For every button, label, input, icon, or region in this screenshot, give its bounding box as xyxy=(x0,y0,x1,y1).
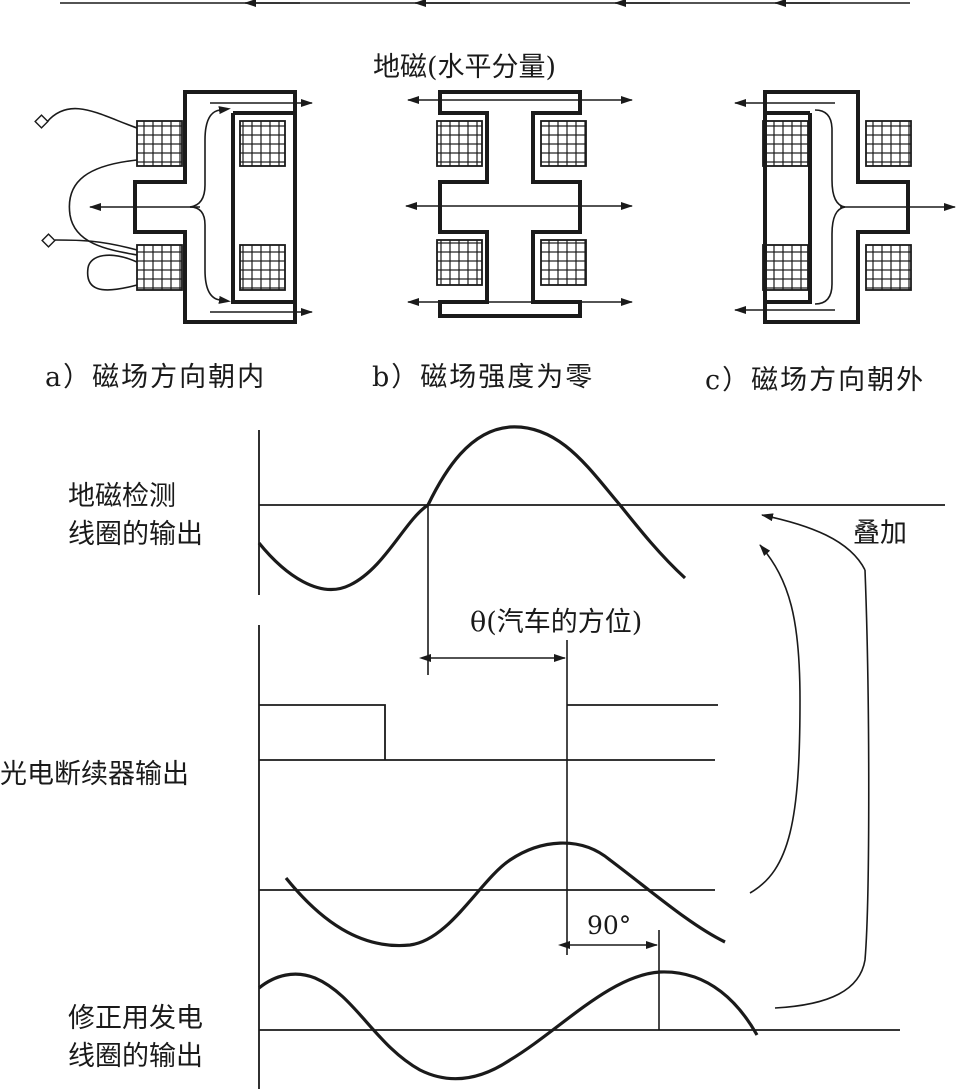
geomag-waveform xyxy=(257,425,687,592)
photo-interrupter-waveform xyxy=(259,704,718,760)
caption-a: a）磁场方向朝内 xyxy=(45,362,267,393)
photo-interrupter-output-label: 光电断续器输出 xyxy=(0,759,189,790)
correction-coil-output-label: 修正用发电 线圈的输出 xyxy=(68,1003,203,1072)
geomagnetic-horizontal-label: 地磁(水平分量) xyxy=(373,52,557,83)
phase-90-label: 90° xyxy=(587,911,632,940)
timing-diagram xyxy=(257,425,945,1089)
combined-waveform xyxy=(284,841,726,948)
caption-b: b）磁场强度为零 xyxy=(372,362,595,393)
superposition-label: 叠加 xyxy=(853,518,907,549)
geomag-coil-output-label: 地磁检测 线圈的输出 xyxy=(68,481,203,550)
sensor-c xyxy=(734,90,956,324)
sensor-b xyxy=(405,90,633,318)
correction-waveform xyxy=(257,970,759,1081)
theta-label: θ(汽车的方位) xyxy=(470,607,643,638)
sensor-a xyxy=(34,90,313,324)
caption-c: c）磁场方向朝外 xyxy=(705,365,926,396)
